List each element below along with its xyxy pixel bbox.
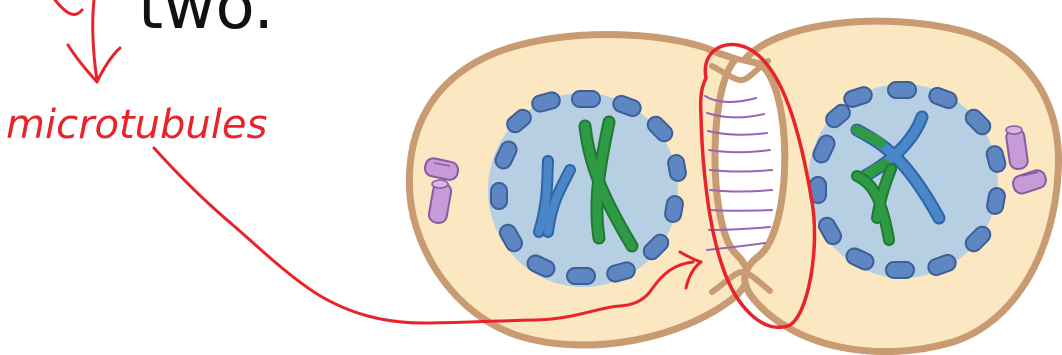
left-nucleus	[488, 91, 687, 287]
right-nucleus	[808, 82, 1007, 278]
label-bracket	[55, 0, 82, 15]
microtubules-label: microtubules	[6, 102, 267, 148]
label-arrow-stem	[93, 0, 97, 80]
title-fragment: two.	[138, 0, 274, 44]
